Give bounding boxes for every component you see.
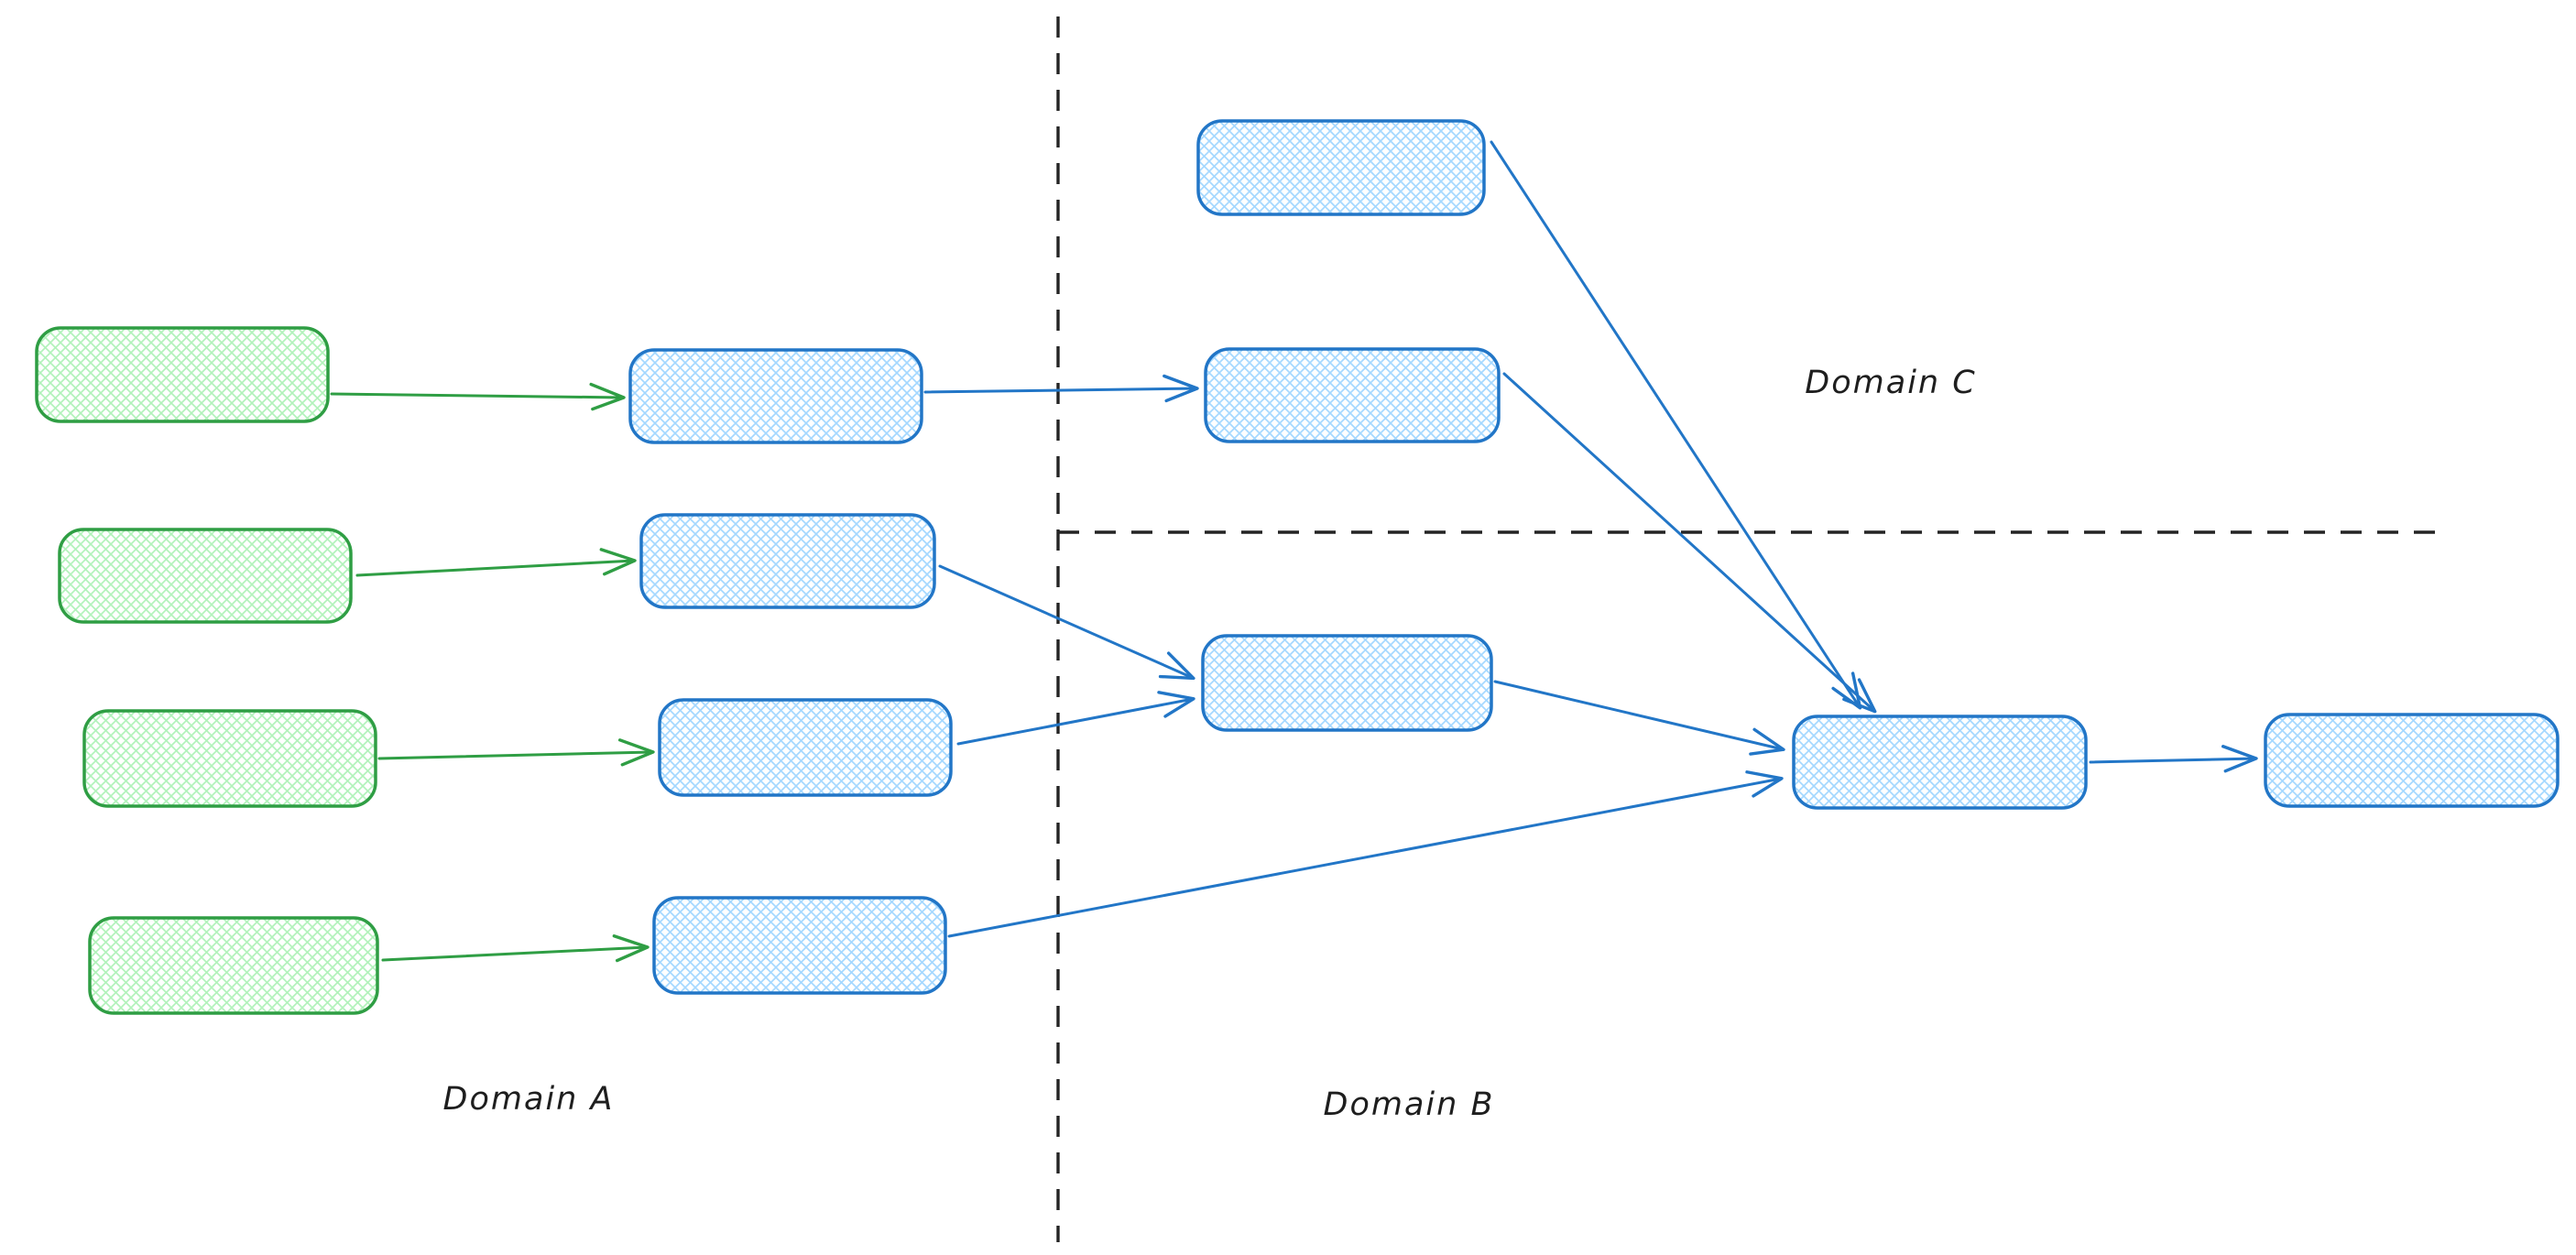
arrow-b-upper-to-hub[interactable] bbox=[1502, 372, 1877, 714]
arrow-b-top-to-hub[interactable] bbox=[1490, 140, 1862, 710]
domain-c-label[interactable]: Domain C bbox=[1805, 365, 1977, 401]
green-box-2[interactable] bbox=[58, 528, 353, 624]
arrow-green3-to-a3[interactable] bbox=[377, 738, 655, 767]
blue-box-a2[interactable] bbox=[639, 513, 936, 609]
arrow-a4-to-hub[interactable] bbox=[947, 770, 1784, 938]
arrow-green4-to-a4[interactable] bbox=[381, 934, 649, 963]
green-box-4[interactable] bbox=[88, 916, 379, 1015]
blue-box-a3[interactable] bbox=[658, 698, 953, 797]
blue-box-output[interactable] bbox=[2264, 713, 2560, 808]
arrow-a1-to-b-upper[interactable] bbox=[923, 374, 1199, 403]
arrow-green2-to-a2[interactable] bbox=[355, 548, 637, 577]
arrow-b-middle-to-hub[interactable] bbox=[1493, 680, 1785, 756]
blue-box-b-top[interactable] bbox=[1196, 119, 1486, 216]
arrow-a2-to-b-middle[interactable] bbox=[938, 564, 1195, 681]
arrow-a3-to-b-middle[interactable] bbox=[956, 691, 1195, 746]
blue-box-a1[interactable] bbox=[628, 348, 923, 444]
arrow-green1-to-a1[interactable] bbox=[330, 382, 626, 411]
domain-b-label[interactable]: Domain B bbox=[1323, 1086, 1495, 1123]
blue-box-b-upper[interactable] bbox=[1204, 347, 1501, 443]
blue-box-b-middle[interactable] bbox=[1201, 634, 1493, 732]
arrow-hub-to-output[interactable] bbox=[2089, 745, 2258, 773]
domain-a-label[interactable]: Domain A bbox=[442, 1081, 615, 1118]
green-box-3[interactable] bbox=[82, 709, 377, 808]
blue-box-a4[interactable] bbox=[652, 896, 947, 995]
blue-box-hub[interactable] bbox=[1792, 715, 2088, 810]
green-box-1[interactable] bbox=[35, 326, 330, 423]
